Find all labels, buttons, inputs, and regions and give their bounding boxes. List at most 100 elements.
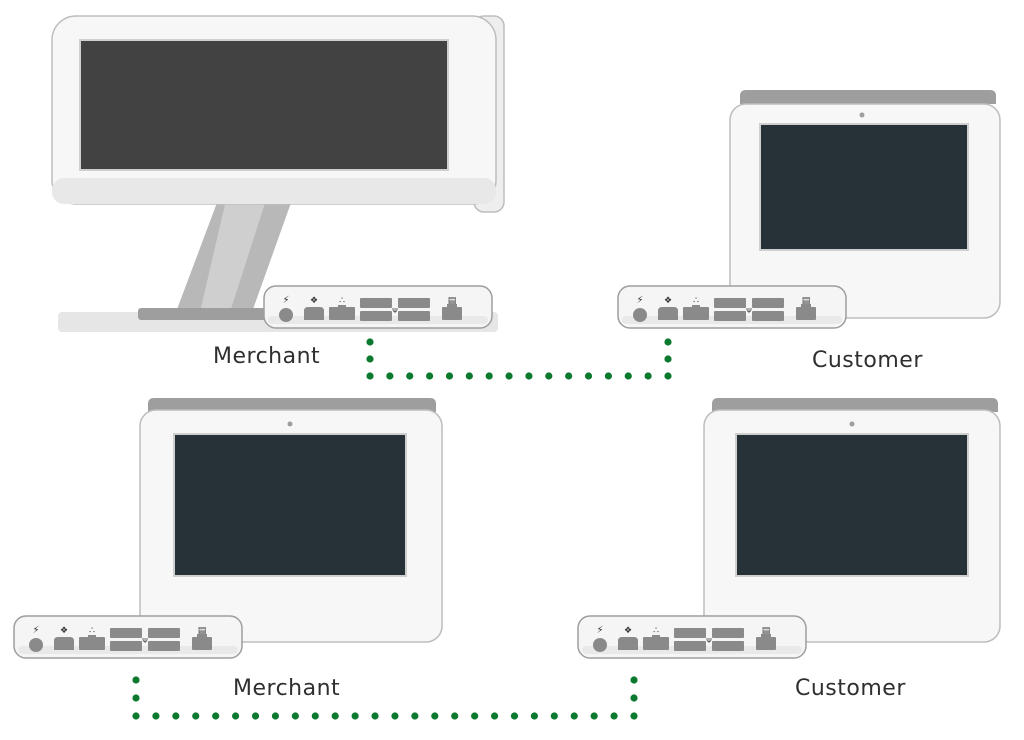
customer-display-top [729, 90, 1001, 319]
usb-port [398, 298, 430, 308]
cable-dot [530, 712, 539, 720]
connection-cable [132, 676, 638, 720]
cable-dot [232, 712, 240, 720]
ethernet-port [643, 637, 669, 650]
cable-dot [366, 372, 374, 380]
network-icon: ∴ [89, 626, 95, 636]
cable-dot [584, 372, 593, 380]
cable-dot [391, 712, 399, 720]
merchant-screen [79, 39, 449, 171]
cable-dot [545, 372, 553, 380]
cable-dot [630, 694, 638, 702]
power-port [593, 638, 607, 652]
usb-icon: Ψ [706, 637, 712, 645]
cable-dot [610, 712, 618, 720]
display-top-bar [740, 90, 996, 104]
fan-icon: ❖ [310, 296, 318, 306]
cable-dot [471, 712, 479, 720]
cable-dot [406, 372, 414, 380]
customer-hub: ⚡❖∴Ψ▤ [617, 285, 847, 329]
usb-port [110, 628, 142, 638]
display-top-bar [148, 398, 436, 412]
cable-dot [192, 712, 200, 720]
usb-icon: Ψ [392, 307, 398, 315]
usb-port [714, 311, 746, 321]
camera-icon [859, 112, 865, 118]
fan-icon: ❖ [664, 296, 672, 306]
cable-dot [604, 372, 613, 380]
cable-dot [590, 712, 598, 720]
customer-screen [759, 123, 969, 251]
customer-display-bottom [703, 398, 1001, 643]
power-icon: ⚡ [282, 295, 289, 306]
usb-port [674, 628, 706, 638]
network-icon: ∴ [653, 626, 659, 636]
cable-dot [664, 372, 672, 380]
display-port [192, 637, 212, 650]
merchant-hub: ⚡❖∴Ψ▤ [263, 285, 493, 329]
camera-icon [287, 421, 293, 427]
usb-port [712, 641, 744, 651]
cable-dot [550, 712, 558, 720]
display-port [304, 307, 324, 320]
power-port [279, 308, 293, 322]
cable-dot [371, 712, 379, 720]
power-icon: ⚡ [636, 295, 643, 306]
cable-dot [525, 372, 533, 380]
cable-dot [331, 712, 339, 720]
network-icon: ∴ [693, 296, 699, 306]
customer-screen [735, 433, 969, 577]
power-icon: ⚡ [32, 625, 39, 636]
cable-dot [311, 712, 319, 720]
usb-icon: Ψ [142, 637, 148, 645]
cable-dot [132, 676, 140, 684]
customer-label: Customer [812, 348, 923, 373]
ethernet-port [683, 307, 709, 320]
usb-port [148, 641, 180, 651]
cable-dot [630, 712, 638, 720]
display-port [796, 307, 816, 320]
customer-hub: ⚡❖∴Ψ▤ [577, 615, 807, 659]
cable-dot [366, 338, 374, 346]
cable-dot [664, 338, 672, 346]
cable-dot [565, 372, 573, 380]
display-port [442, 307, 462, 320]
display-port [658, 307, 678, 320]
cable-dot [510, 712, 519, 720]
display-port [618, 637, 638, 650]
display-icon: ▤ [448, 296, 457, 306]
ethernet-port [79, 637, 105, 650]
cable-dot [431, 712, 439, 720]
stand-base [138, 308, 268, 320]
ethernet-port [329, 307, 355, 320]
display-icon: ▤ [198, 626, 207, 636]
cable-dot [465, 372, 473, 380]
cable-dot [132, 694, 140, 702]
usb-port [674, 641, 706, 651]
cable-dot [212, 712, 220, 720]
cable-dot [386, 372, 394, 380]
cable-dot [291, 712, 299, 720]
cable-dot [172, 712, 180, 720]
fan-icon: ❖ [60, 626, 68, 636]
display-icon: ▤ [802, 296, 811, 306]
cable-dot [451, 712, 459, 720]
usb-port [398, 311, 430, 321]
display-port [756, 637, 776, 650]
cable-dot [630, 676, 638, 684]
merchant-screen [173, 433, 407, 577]
power-port [633, 308, 647, 322]
customer-label: Customer [795, 676, 906, 701]
cable-dot [570, 712, 578, 720]
merchant-hub: ⚡ ❖ ∴ Ψ ▤ [13, 615, 243, 659]
usb-port [712, 628, 744, 638]
display-port [54, 637, 74, 650]
usb-port [752, 298, 784, 308]
merchant-label: Merchant [233, 676, 341, 701]
connection-cable [366, 338, 672, 380]
usb-port [360, 311, 392, 321]
cable-dot [664, 355, 672, 363]
cable-dot [351, 712, 359, 720]
display-icon: ▤ [762, 626, 771, 636]
